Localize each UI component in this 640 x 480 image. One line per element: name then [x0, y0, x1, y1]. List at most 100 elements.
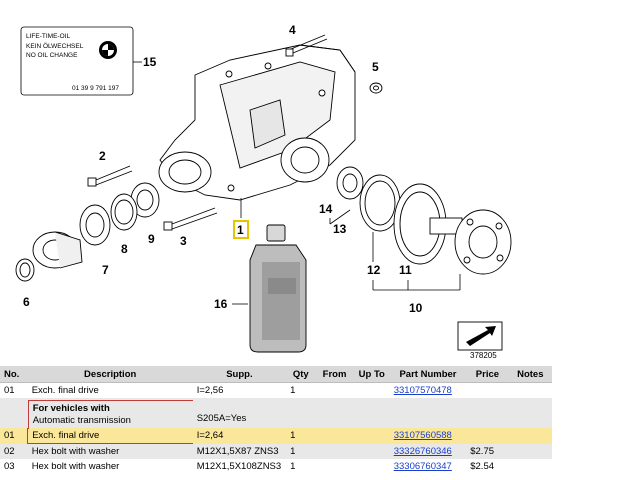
cell-notes [508, 443, 552, 459]
col-header-from[interactable]: From [315, 366, 354, 383]
oil-bottle-drawing [249, 224, 307, 353]
table-row[interactable]: 03 Hex bolt with washer M12X1,5X108ZNS3 … [0, 459, 552, 474]
cell-upto [353, 382, 390, 398]
callout-4[interactable]: 4 [289, 23, 296, 37]
callout-10[interactable]: 10 [409, 301, 423, 315]
callout-5[interactable]: 5 [372, 60, 379, 74]
cell-qty: 1 [286, 459, 316, 474]
cell-qty: 1 [286, 382, 316, 398]
callout-13[interactable]: 13 [333, 222, 347, 236]
col-header-price[interactable]: Price [466, 366, 509, 383]
cell-description: Exch. final drive [27, 382, 193, 398]
output-flange-drawing [429, 209, 512, 275]
bolt-2-drawing [87, 165, 133, 187]
part-number-link[interactable]: 33306760347 [393, 461, 452, 472]
cell-supp: M12X1,5X108ZNS3 [192, 459, 287, 474]
part-number-link[interactable]: 33326760346 [393, 445, 452, 457]
table-row[interactable]: 02 Hex bolt with washer M12X1,5X87 ZNS3 … [0, 443, 552, 459]
cell-part-number: 33107570478 [389, 382, 467, 398]
callout-3[interactable]: 3 [180, 234, 187, 248]
cell-price [466, 382, 509, 398]
cell-from [315, 443, 354, 459]
bolt-3-drawing [163, 207, 218, 231]
callout-6[interactable]: 6 [23, 295, 30, 309]
cell-qty: 1 [286, 428, 316, 444]
oil-label-line-2: KEIN ÖLWECHSEL [26, 42, 84, 50]
col-header-upto[interactable]: Up To [353, 366, 390, 383]
col-header-description[interactable]: Description [27, 366, 193, 383]
cell-part-number: 33326760346 [389, 443, 467, 459]
callout-9[interactable]: 9 [148, 232, 155, 246]
bolt-4-drawing [285, 34, 328, 57]
seal-9-drawing [130, 182, 160, 218]
callout-14[interactable]: 14 [319, 202, 333, 216]
ring-8-drawing [110, 193, 138, 231]
vehicle-condition-row: For vehicles with Automatic transmission… [0, 398, 552, 429]
condition-title: For vehicles with [32, 403, 110, 414]
cell-from [315, 428, 354, 444]
part-number-link[interactable]: 33107570478 [393, 385, 452, 396]
flange-drawing [32, 231, 83, 269]
cell-upto [353, 459, 390, 474]
col-header-part-number[interactable]: Part Number [389, 366, 467, 383]
cell-price: $2.54 [466, 459, 509, 474]
table-row-selected[interactable]: 01 Exch. final drive I=2,64 1 3310756058… [0, 428, 552, 444]
callout-15[interactable]: 15 [143, 55, 157, 69]
cell-upto [353, 443, 390, 459]
condition-supp: S205A=Yes [196, 413, 247, 424]
parts-table: No. Description Supp. Qty From Up To Par… [0, 366, 552, 474]
oil-label-line-1: LIFE-TIME-OIL [26, 33, 70, 40]
exploded-parts-diagram: LIFE-TIME-OIL KEIN ÖLWECHSEL NO OIL CHAN… [15, 23, 512, 360]
callout-11[interactable]: 11 [399, 263, 412, 277]
table-row[interactable]: 01 Exch. final drive I=2,56 1 3310757047… [0, 382, 552, 398]
cell-no: 03 [0, 459, 28, 474]
col-header-supp[interactable]: Supp. [192, 366, 287, 383]
cell-notes [508, 428, 552, 444]
cell-description: Exch. final drive [27, 428, 193, 444]
ring-12-drawing [359, 174, 401, 232]
bmw-logo-icon [99, 41, 117, 59]
cell-supp: I=2,56 [192, 382, 287, 398]
col-header-qty[interactable]: Qty [286, 366, 316, 383]
callout-12[interactable]: 12 [367, 263, 381, 277]
seal-14-drawing [336, 166, 364, 200]
cell-upto [353, 428, 390, 444]
gasket-11-drawing [393, 183, 447, 265]
cell-from [315, 382, 354, 398]
cell-part-number: 33306760347 [389, 459, 467, 474]
col-header-notes[interactable]: Notes [508, 366, 552, 383]
cell-notes [508, 382, 552, 398]
cell-no: 01 [0, 382, 28, 398]
condition-detail: Automatic transmission [32, 415, 131, 426]
cell-supp: M12X1,5X87 ZNS3 [192, 443, 287, 459]
callout-16[interactable]: 16 [214, 297, 228, 311]
cell-from [315, 459, 354, 474]
final-drive-housing-drawing [158, 44, 356, 201]
cell-description: Hex bolt with washer [27, 443, 193, 459]
col-header-no[interactable]: No. [0, 366, 28, 383]
cell-notes [508, 459, 552, 474]
cell-part-number: 33107560588 [389, 428, 467, 444]
oil-label-line-3: NO OIL CHANGE [26, 52, 78, 59]
callout-8[interactable]: 8 [121, 242, 128, 256]
figure-number: 378205 [470, 351, 497, 360]
bolt-5-drawing [369, 82, 383, 94]
callout-1-highlight [233, 220, 249, 239]
cell-price: $2.75 [466, 443, 509, 459]
cell-no: 02 [0, 443, 28, 459]
callout-1[interactable]: 1 [237, 223, 244, 237]
cell-qty: 1 [286, 443, 316, 459]
parts-table-header: No. Description Supp. Qty From Up To Par… [0, 366, 552, 383]
callout-2[interactable]: 2 [99, 149, 106, 163]
cell-description: Hex bolt with washer [27, 459, 193, 474]
oil-label-part-number: 01 39 9 791 197 [72, 85, 119, 92]
seal-7-drawing [79, 204, 111, 246]
oil-label-sticker: LIFE-TIME-OIL KEIN ÖLWECHSEL NO OIL CHAN… [20, 26, 134, 96]
part-number-link[interactable]: 33107560588 [393, 430, 452, 442]
callout-7[interactable]: 7 [102, 263, 109, 277]
cell-supp: I=2,64 [192, 428, 287, 444]
view-arrow-icon [457, 321, 503, 351]
ring-6-drawing [15, 258, 35, 282]
cell-no: 01 [0, 428, 28, 444]
cell-price [466, 428, 509, 444]
